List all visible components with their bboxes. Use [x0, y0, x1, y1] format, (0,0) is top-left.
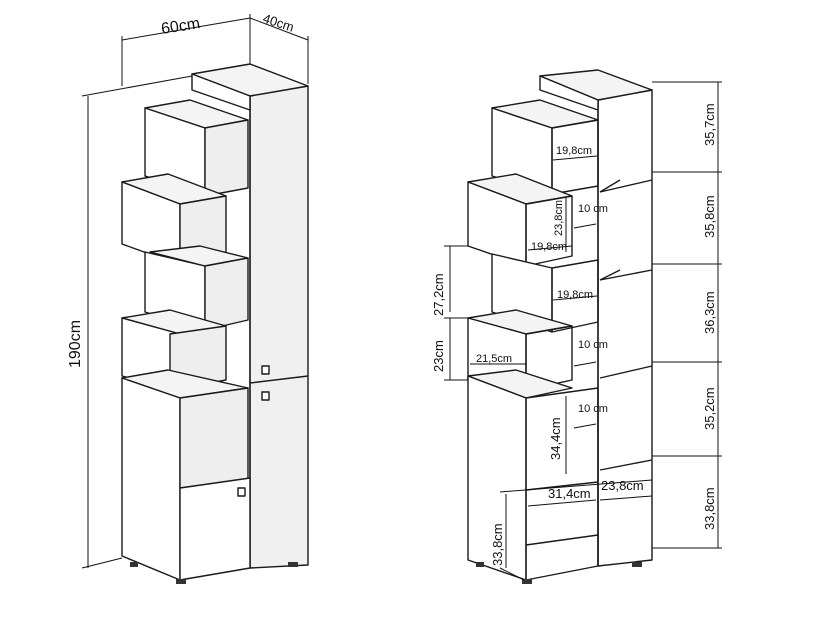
shelf-width-1: 19,8cm	[556, 145, 592, 157]
left-height-dimensions: 27,2cm 23cm	[431, 245, 468, 381]
left-cube-1	[144, 99, 249, 197]
base-width-1: 31,4cm	[548, 486, 591, 501]
compartment-height-dimensions: 35,7cm 35,8cm 36,3cm 35,2cm 33,8cm	[652, 81, 722, 549]
right-view: 35,7cm 35,8cm 36,3cm 35,2cm 33,8cm 27,2c…	[431, 69, 722, 584]
right-tall-column	[539, 69, 653, 567]
shelf-width-dimensions: 19,8cm 19,8cm 19,8cm 21,5cm	[470, 145, 598, 365]
height-label: 190cm	[67, 320, 84, 368]
inner-depth-dimensions: 10 cm 10 cm 10 cm	[573, 203, 608, 429]
inner-height-1: 23,8cm	[553, 200, 565, 236]
door-knob-icon	[261, 365, 270, 375]
compartment-height-3: 36,3cm	[702, 291, 717, 334]
inner-height-dimensions: 23,8cm 34,4cm	[548, 198, 567, 474]
width-label: 60cm	[160, 15, 201, 38]
shelf-width-2: 19,8cm	[531, 241, 567, 253]
base-height-dimension: 33,8cm	[490, 494, 525, 581]
base-width-2: 23,8cm	[601, 478, 644, 493]
compartment-height-5: 33,8cm	[702, 487, 717, 530]
shelf-width-4: 21,5cm	[476, 353, 512, 365]
left-height-1: 27,2cm	[431, 273, 446, 316]
door-knob-icon	[261, 391, 270, 401]
left-base-cabinet	[121, 369, 298, 584]
shelf-width-3: 19,8cm	[557, 289, 593, 301]
left-width-dimension: 60cm	[121, 14, 251, 86]
inner-depth-3: 10 cm	[578, 403, 608, 415]
inner-depth-2: 10 cm	[578, 339, 608, 351]
inner-height-2: 34,4cm	[548, 417, 563, 460]
left-view: 60cm 40cm 190cm	[67, 11, 309, 584]
compartment-height-4: 35,2cm	[702, 387, 717, 430]
compartment-height-1: 35,7cm	[702, 103, 717, 146]
base-height-label: 33,8cm	[490, 523, 505, 566]
left-height-dimension: 190cm	[67, 75, 193, 569]
left-middle-section	[144, 245, 249, 331]
door-knob-icon	[237, 487, 246, 497]
inner-depth-1: 10 cm	[578, 203, 608, 215]
compartment-height-2: 35,8cm	[702, 195, 717, 238]
left-height-2: 23cm	[431, 340, 446, 372]
depth-label: 40cm	[261, 11, 296, 35]
base-width-dimensions: 31,4cm 23,8cm	[499, 478, 653, 507]
